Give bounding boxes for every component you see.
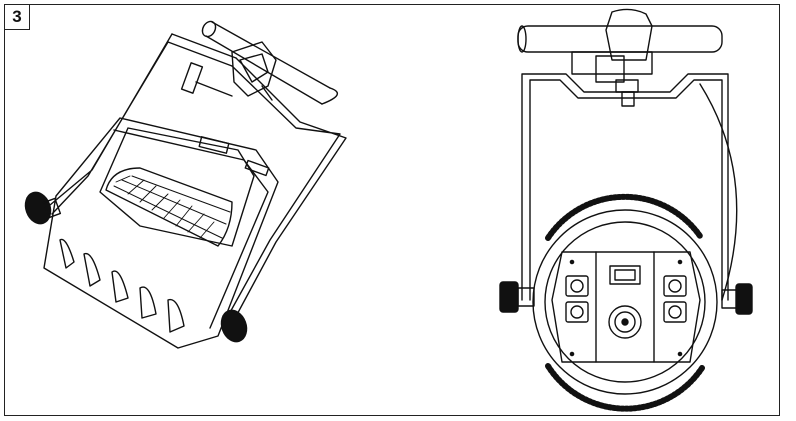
clamp-tube-rear xyxy=(517,25,723,53)
clamp-bracket xyxy=(180,41,277,101)
fixture-head-rear xyxy=(532,193,718,412)
knob-left-rear xyxy=(499,281,535,313)
knob-left xyxy=(24,191,62,225)
yoke xyxy=(43,33,347,321)
step-number-label: 3 xyxy=(4,4,30,30)
clamp-tube xyxy=(201,20,339,105)
figure-frame xyxy=(4,4,780,416)
knob-right-rear xyxy=(721,283,753,315)
fixture-head xyxy=(43,117,279,349)
yoke-rear xyxy=(521,73,738,301)
knob-right xyxy=(220,309,248,343)
